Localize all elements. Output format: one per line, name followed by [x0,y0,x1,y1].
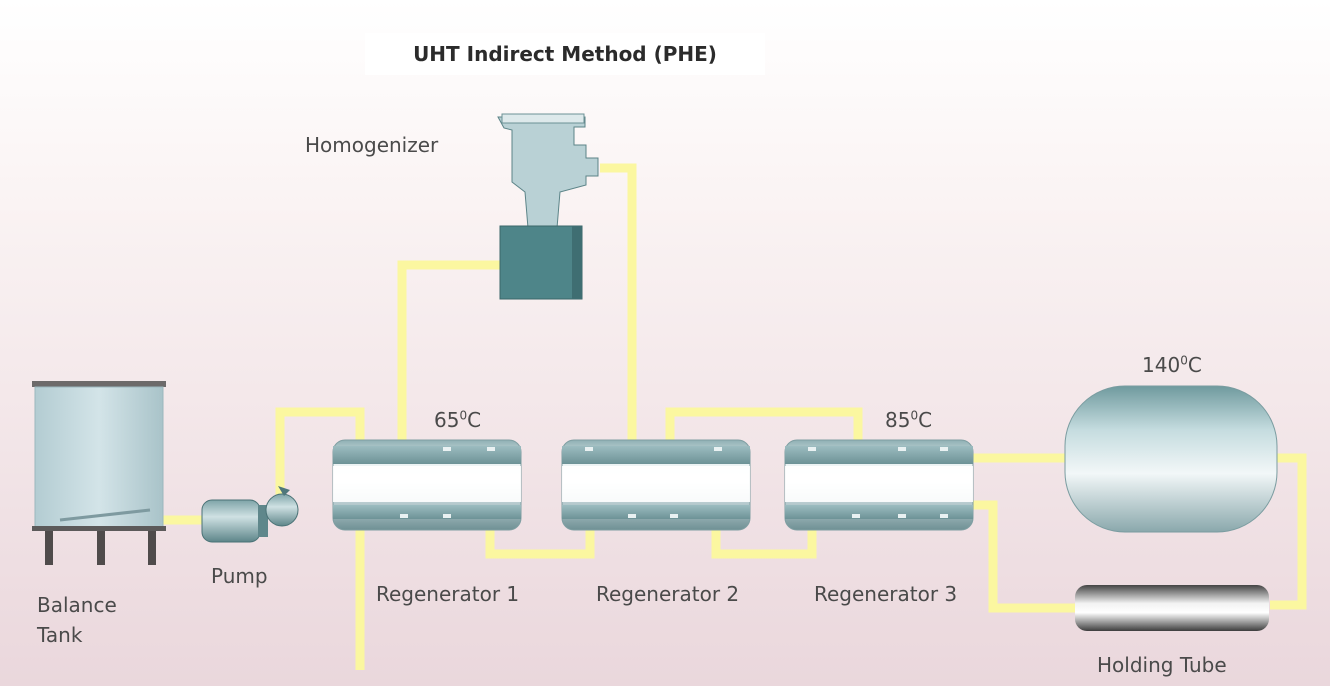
balance-tank-label-line1: Balance [37,593,117,617]
nozzles [400,447,948,518]
homogenizer-base [499,225,583,300]
pipe-reg2-to-reg3-bottom [711,510,817,559]
balance-tank [32,381,166,565]
pipe-homogenizer-to-reg2 [600,163,637,445]
heater-vessel [1064,385,1278,533]
balance-tank-leg [45,531,53,565]
homogenizer-label: Homogenizer [305,133,439,157]
pump-motor [201,499,261,543]
regenerator-3 [784,439,974,531]
balance-tank-lid [32,381,166,387]
regenerator-1 [332,439,522,531]
pipe-reg3-to-holding-tube [970,500,1075,613]
holding-tube-label: Holding Tube [1097,653,1227,677]
balance-tank-leg [97,531,105,565]
balance-tank-label-line2: Tank [37,623,83,647]
homogenizer [497,113,599,300]
pipe-heater-to-holding-tube [1270,453,1307,610]
pump-head [265,493,299,527]
regenerator-2-label: Regenerator 2 [596,582,740,606]
regenerator-1-temperature: 650C [434,408,482,432]
pump [201,486,299,543]
pipe-reg2-to-reg3 [665,407,863,445]
regenerator-3-label: Regenerator 3 [814,582,958,606]
pipe-reg1-to-reg2 [485,510,595,559]
pump-label: Pump [211,564,268,588]
regenerator-3-temperature: 850C [885,408,933,432]
diagram-title: UHT Indirect Method (PHE) [365,33,765,75]
holding-tube [1075,585,1269,631]
regenerator-2 [561,439,751,531]
heater-temperature: 1400C [1142,353,1202,377]
balance-tank-body [34,386,164,528]
balance-tank-leg [148,531,156,565]
pipe-reg1-to-homogenizer [397,260,500,445]
regenerator-1-label: Regenerator 1 [376,582,520,606]
